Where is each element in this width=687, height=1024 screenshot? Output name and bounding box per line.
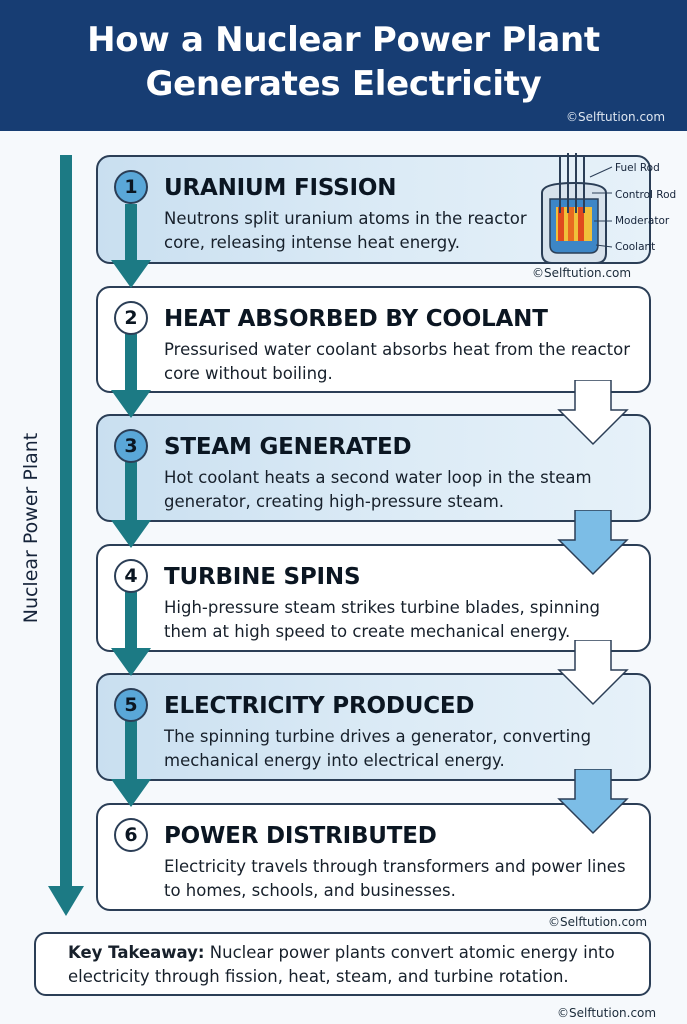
step-desc-2: Pressurised water coolant absorbs heat f… — [164, 340, 630, 383]
step-card-3: STEAM GENERATED Hot coolant heats a seco… — [96, 414, 651, 522]
reactor-label-control-rod: Control Rod — [615, 189, 677, 201]
flow-arrow-4-5-icon — [111, 592, 151, 676]
step-title-5: ELECTRICITY PRODUCED — [164, 693, 475, 719]
step-number-4: 4 — [114, 559, 148, 593]
step-title-3: STEAM GENERATED — [164, 434, 412, 460]
step-number-3: 3 — [114, 429, 148, 463]
step-number-6: 6 — [114, 818, 148, 852]
down-arrow-4-icon — [557, 769, 629, 835]
step-number-2: 2 — [114, 301, 148, 335]
flow-arrow-3-4-icon — [111, 462, 151, 548]
step-title-2: HEAT ABSORBED BY COOLANT — [164, 306, 548, 332]
page-title: How a Nuclear Power Plant Generates Elec… — [0, 18, 687, 106]
watermark-header: ©Selftution.com — [566, 110, 666, 124]
reactor-label-coolant: Coolant — [615, 241, 656, 253]
step-card-2: HEAT ABSORBED BY COOLANT Pressurised wat… — [96, 286, 651, 393]
side-label-text: Nuclear Power Plant — [20, 432, 42, 624]
reactor-label-moderator: Moderator — [615, 215, 670, 227]
watermark-footer: ©Selftution.com — [557, 1006, 657, 1020]
step-title-1: URANIUM FISSION — [164, 175, 397, 201]
title-line-1: How a Nuclear Power Plant — [87, 20, 600, 60]
flow-arrow-1-2-icon — [111, 204, 151, 288]
step-desc-5: The spinning turbine drives a generator,… — [164, 727, 592, 770]
down-arrow-2-icon — [557, 510, 629, 576]
key-takeaway-label: Key Takeaway: — [68, 943, 205, 962]
step-desc-4: High-pressure steam strikes turbine blad… — [164, 598, 601, 641]
key-takeaway-box: Key Takeaway: Nuclear power plants conve… — [34, 932, 651, 996]
reactor-diagram-icon — [541, 153, 613, 264]
side-flow-bar — [60, 155, 72, 890]
key-takeaway-text: Nuclear power plants convert atomic ener… — [68, 943, 615, 986]
reactor-label-fuel-rod: Fuel Rod — [615, 162, 660, 174]
step-title-6: POWER DISTRIBUTED — [164, 823, 437, 849]
header-banner: How a Nuclear Power Plant Generates Elec… — [0, 0, 687, 131]
flow-arrow-2-3-icon — [111, 334, 151, 418]
step-card-5: ELECTRICITY PRODUCED The spinning turbin… — [96, 673, 651, 781]
watermark-diagram: ©Selftution.com — [532, 266, 632, 280]
watermark-bottom: ©Selftution.com — [548, 915, 648, 929]
flow-arrow-5-6-icon — [111, 721, 151, 807]
title-line-2: Generates Electricity — [145, 64, 542, 104]
step-desc-1: Neutrons split uranium atoms in the reac… — [164, 209, 527, 252]
down-arrow-3-icon — [557, 640, 629, 706]
step-card-4: TURBINE SPINS High-pressure steam strike… — [96, 544, 651, 652]
step-title-4: TURBINE SPINS — [164, 564, 361, 590]
down-arrow-1-icon — [557, 380, 629, 446]
step-number-1: 1 — [114, 170, 148, 204]
step-desc-6: Electricity travels through transformers… — [164, 857, 626, 900]
step-desc-3: Hot coolant heats a second water loop in… — [164, 468, 592, 511]
side-arrow-head-icon — [48, 886, 84, 916]
step-number-5: 5 — [114, 688, 148, 722]
step-card-6: POWER DISTRIBUTED Electricity travels th… — [96, 803, 651, 911]
